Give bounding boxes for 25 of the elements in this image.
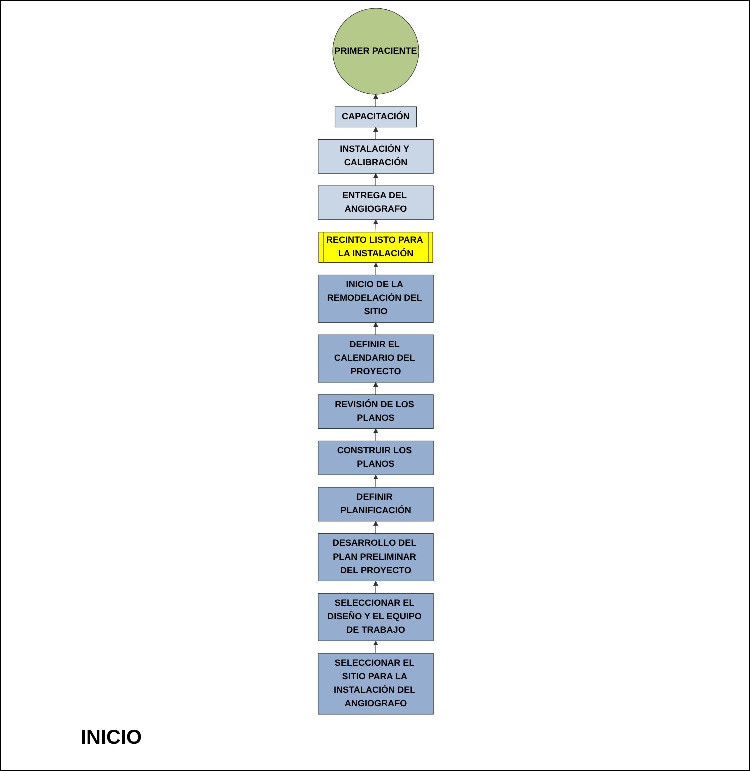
arrow [374,520,378,534]
node-box: ENTREGA DEL ANGIOGRAFO [318,185,434,220]
arrow [374,322,378,335]
arrow [374,474,378,488]
node-circle: PRIMER PACIENTE [332,8,420,94]
node-box: DESARROLLO DEL PLAN PRELIMINAR DEL PROYECTO [318,533,434,582]
node-box: CONSTRUIR LOS PLANOS [318,440,434,475]
arrow [374,428,378,441]
start-label: INICIO [81,727,142,750]
node-box: SELECCIONAR EL DISEÑO Y EL EQUIPO DE TRABAJO [318,592,434,641]
node-box: INSTALACIÓN Y CALIBRACIÓN [318,138,434,174]
node-box: INICIO DE LA REMODELACIÓN DEL SITIO [318,274,434,322]
arrow [374,172,378,186]
arrow [374,126,378,140]
node-box: REVISIÓN DE LOS PLANOS [318,394,434,429]
node-box: DEFINIR EL CALENDARIO DEL PROYECTO [318,334,434,382]
arrow [374,262,379,275]
arrow [374,382,378,395]
node-box: CAPACITACIÓN [334,106,418,128]
arrow [374,94,378,107]
node-box: DEFINIR PLANIFICACIÓN [318,486,434,522]
arrow [374,640,378,654]
arrow [374,219,378,232]
node-box: SELECCIONAR EL SITIO PARA LA INSTALACIÓN DEL ANGIOGRAFO [318,652,434,714]
arrow [374,580,378,594]
